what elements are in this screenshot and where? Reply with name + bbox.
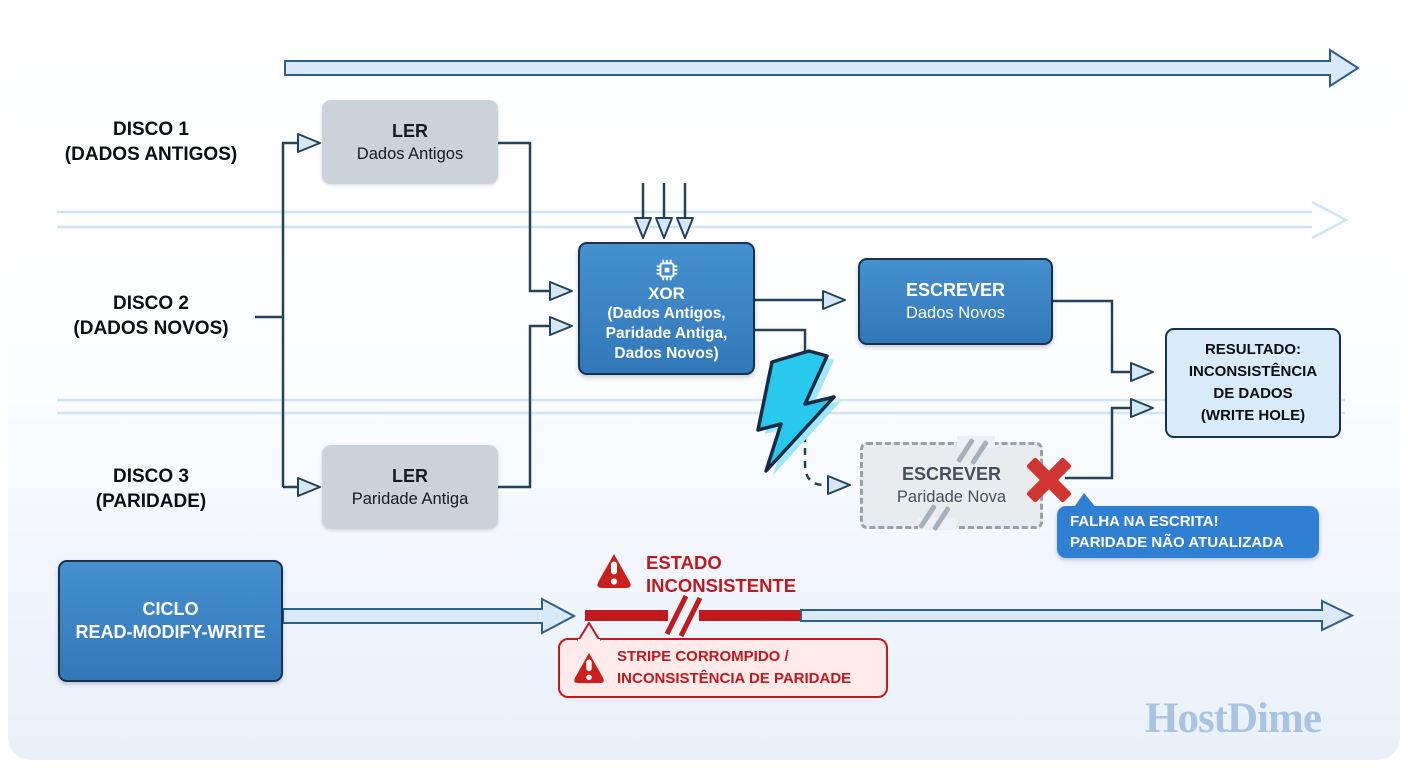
label-inconsistent-state: ESTADO INCONSISTENTE xyxy=(646,552,797,596)
brand-watermark: HostDime xyxy=(1145,695,1322,742)
node-read-old-parity: LER Paridade Antiga xyxy=(322,445,498,529)
callout-corrupted-stripe: STRIPE CORROMPIDO / INCONSISTÊNCIA DE PA… xyxy=(558,638,888,698)
disk-3-label: DISCO 3(PARIDADE) xyxy=(95,466,207,512)
node-cycle: CICLO READ-MODIFY-WRITE xyxy=(58,560,283,682)
cpu-chip-icon xyxy=(656,259,677,280)
node-write-new-parity: ESCREVER Paridade Nova xyxy=(860,442,1043,529)
node-read-old-data: LER Dados Antigos xyxy=(322,100,498,184)
warning-triangle-icon xyxy=(574,652,604,684)
disk-2-label: DISCO 2(DADOS NOVOS) xyxy=(73,293,229,339)
box-break-patch xyxy=(957,436,995,448)
node-result: RESULTADO: INCONSISTÊNCIA DE DADOS (WRIT… xyxy=(1165,328,1341,438)
callout-write-failure: FALHA NA ESCRITA! PARIDADE NÃO ATUALIZAD… xyxy=(1057,506,1319,558)
node-xor: XOR (Dados Antigos, Paridade Antiga, Dad… xyxy=(578,242,755,375)
disk-1-label: DISCO 1(DADOS ANTIGOS) xyxy=(64,119,238,165)
node-write-new-data: ESCREVER Dados Novos xyxy=(858,258,1053,345)
